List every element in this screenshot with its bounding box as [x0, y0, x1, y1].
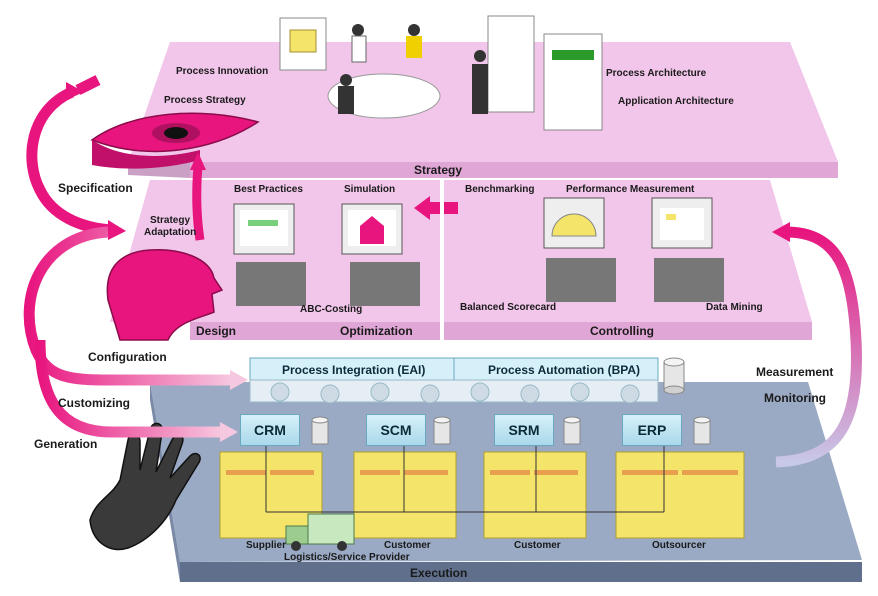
customizing-arrow: [34, 339, 222, 438]
customer-building-2: [483, 451, 587, 539]
flow-strategy-adaptation-2: Adaptation: [144, 227, 197, 238]
label-abc-costing: ABC-Costing: [300, 304, 363, 315]
strategy-band: [190, 162, 838, 178]
crm-database-icon: [311, 416, 329, 445]
adaptation-arrow: [192, 165, 205, 241]
label-balanced-scorecard: Balanced Scorecard: [460, 302, 557, 313]
supplier-building: [219, 451, 323, 539]
controlling-band: [444, 322, 812, 340]
monitor-benchmarking: [543, 197, 605, 249]
system-scm: SCM: [366, 414, 426, 446]
label-performance-measurement: Performance Measurement: [566, 184, 695, 195]
system-srm: SRM: [494, 414, 554, 446]
monitor-data-mining: [651, 197, 713, 249]
scm-database-icon: [433, 416, 451, 445]
system-crm: CRM: [240, 414, 300, 446]
design-band: [190, 322, 440, 340]
label-process-architecture: Process Architecture: [606, 68, 707, 79]
label-customer-2: Customer: [514, 540, 561, 551]
label-logistics: Logistics/Service Provider: [284, 552, 410, 563]
flow-generation: Generation: [34, 437, 98, 451]
outsourcer-building: [615, 451, 745, 539]
flow-measurement: Measurement: [756, 365, 834, 379]
label-application-architecture: Application Architecture: [618, 96, 734, 107]
label-data-mining: Data Mining: [706, 302, 763, 313]
label-process-integration: Process Integration (EAI): [282, 363, 426, 377]
flow-strategy-adaptation-1: Strategy: [150, 215, 191, 226]
label-process-strategy: Process Strategy: [164, 95, 246, 106]
layer-title-strategy: Strategy: [414, 163, 463, 177]
label-process-automation: Process Automation (BPA): [488, 363, 641, 377]
measurement-arrow: [775, 226, 862, 468]
layer-title-controlling: Controlling: [590, 324, 654, 338]
system-erp: ERP: [622, 414, 682, 446]
monitor-simulation: [341, 203, 403, 255]
srm-database-icon: [563, 416, 581, 445]
configuration-arrow: [23, 226, 232, 386]
customer-building-1: [353, 451, 457, 539]
simulation-arrow: [414, 196, 458, 220]
layer-title-design: Design: [196, 324, 237, 338]
label-benchmarking: Benchmarking: [465, 184, 535, 195]
execution-band: [180, 562, 862, 582]
layer-title-execution: Execution: [410, 566, 468, 580]
controlling-plate: [444, 180, 812, 322]
flow-monitoring: Monitoring: [764, 391, 826, 405]
flow-configuration: Configuration: [88, 350, 167, 364]
monitor-best-practices: [233, 203, 295, 255]
specification-arrow: [26, 86, 113, 236]
label-best-practices: Best Practices: [234, 184, 303, 195]
label-supplier: Supplier: [246, 540, 287, 551]
meeting-table-icon: [279, 15, 603, 131]
erp-database-icon: [693, 416, 711, 445]
database-icon: [663, 357, 685, 395]
truck-icon: [285, 513, 355, 551]
flow-customizing: Customizing: [58, 396, 130, 410]
head-icon: [106, 249, 224, 341]
label-process-innovation: Process Innovation: [176, 66, 269, 77]
label-simulation: Simulation: [344, 184, 396, 195]
layer-title-optimization: Optimization: [340, 324, 413, 338]
label-customer-1: Customer: [384, 540, 431, 551]
flow-specification: Specification: [58, 181, 133, 195]
label-outsourcer: Outsourcer: [652, 540, 706, 551]
